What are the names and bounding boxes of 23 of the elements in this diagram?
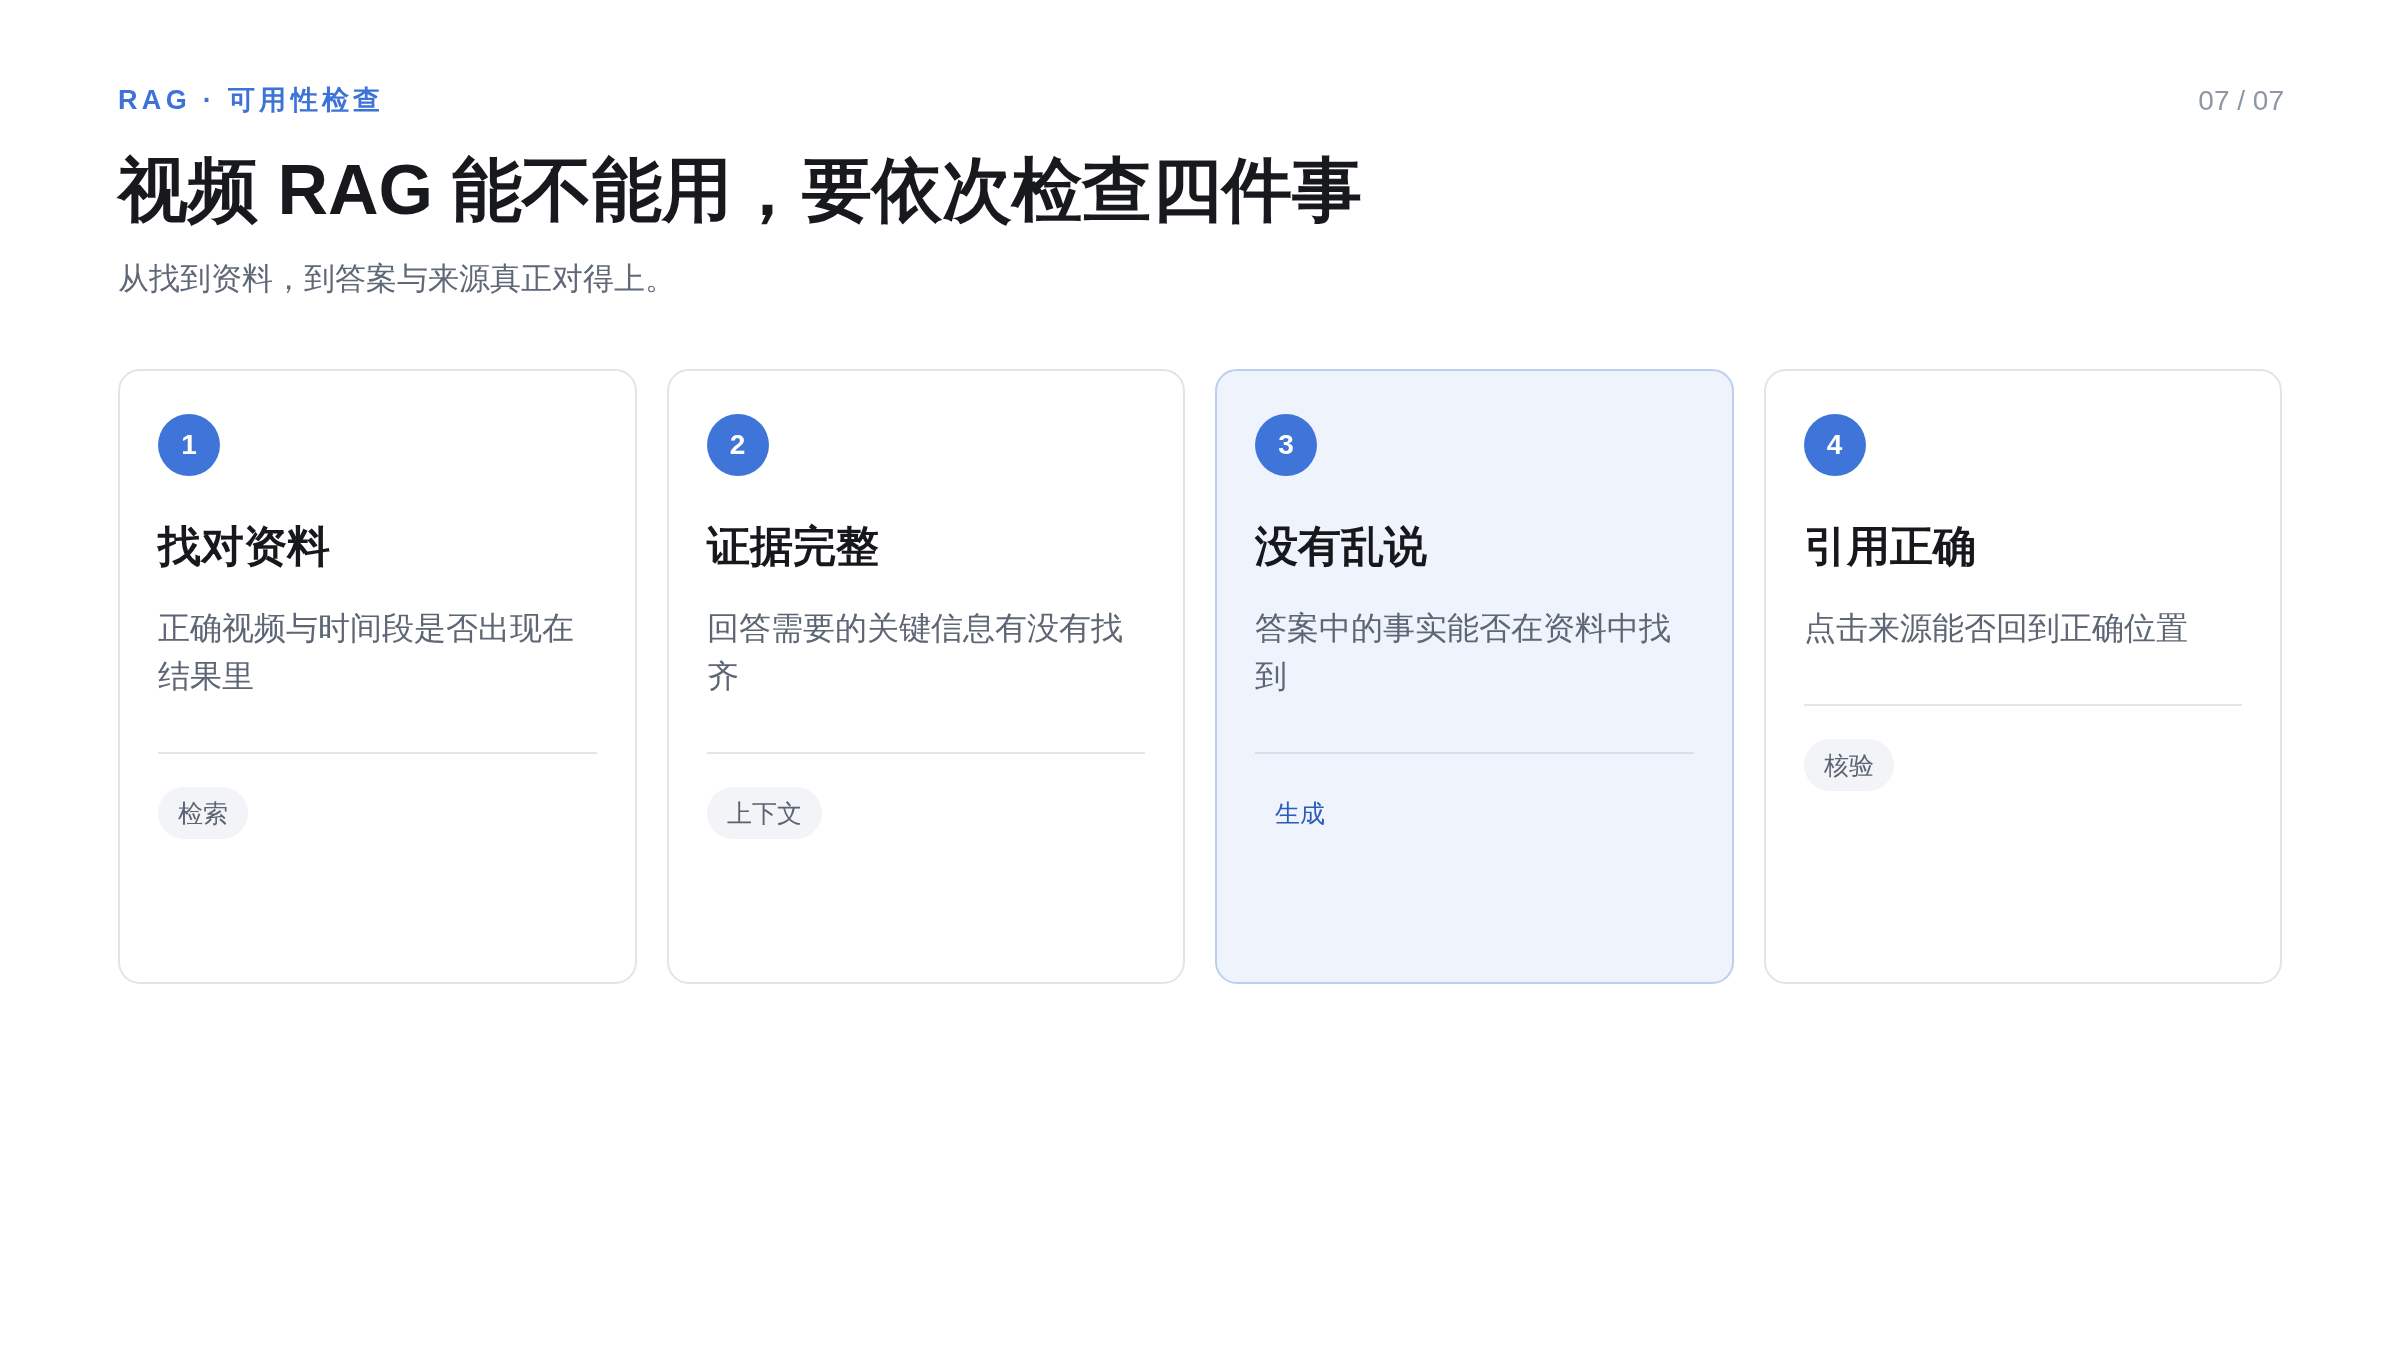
card-description: 答案中的事实能否在资料中找到 <box>1255 609 1672 696</box>
step-number-circle: 4 <box>1803 414 1866 476</box>
stage-tag: 核验 <box>1803 739 1894 791</box>
page-number: 07 / 07 <box>2198 84 2284 118</box>
page-title: 视频 RAG 能不能用，要依次检查四件事 <box>118 150 1363 231</box>
card-description: 点击来源能否回到正确位置 <box>1803 609 2189 648</box>
step-card <box>118 369 637 984</box>
card-heading: 证据完整 <box>706 521 880 572</box>
step-number-circle: 2 <box>706 414 769 476</box>
stage-tag: 上下文 <box>706 787 822 839</box>
section-kicker: RAG · 可用性检查 <box>118 84 385 117</box>
card-description: 回答需要的关键信息有没有找齐 <box>706 609 1124 696</box>
step-card <box>1763 369 2282 984</box>
card-heading: 找对资料 <box>158 521 331 572</box>
step-card <box>666 369 1185 984</box>
stage-tag: 检索 <box>158 787 248 839</box>
subtitle: 从找到资料，到答案与来源真正对得上。 <box>118 260 676 298</box>
step-card <box>1215 369 1734 984</box>
card-heading: 引用正确 <box>1803 521 1977 572</box>
card-heading: 没有乱说 <box>1255 521 1428 572</box>
card-description: 正确视频与时间段是否出现在结果里 <box>158 609 575 696</box>
step-number-circle: 3 <box>1255 414 1317 476</box>
step-number-circle: 1 <box>158 414 220 476</box>
